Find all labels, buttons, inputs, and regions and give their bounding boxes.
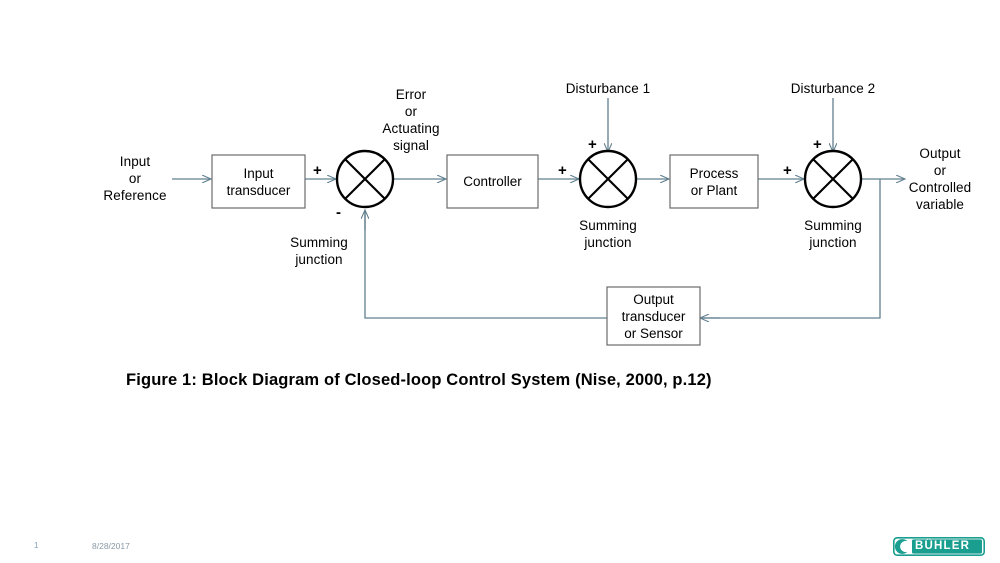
block-controller xyxy=(446,154,539,209)
summing-junction-2-label: Summing junction xyxy=(579,218,637,250)
block-output-transducer xyxy=(606,286,701,346)
disturbance-2-label: Disturbance 2 xyxy=(790,81,876,96)
summing-junction-1-plus-sign: + xyxy=(313,162,322,179)
block-process-or-plant xyxy=(669,154,759,209)
summing-junction-3-plus-sign-disturbance: + xyxy=(813,136,822,153)
slide-number: 1 xyxy=(34,541,39,550)
summing-junction-3-plus-sign-in: + xyxy=(783,162,792,179)
output-controlled-variable-label: Output or Controlled variable xyxy=(908,146,972,212)
summing-junction-1-minus-sign: - xyxy=(336,204,341,221)
disturbance-1-label: Disturbance 1 xyxy=(565,81,651,96)
buhler-logo-text: BÜHLER xyxy=(915,540,971,552)
summing-junction-2-plus-sign-in: + xyxy=(558,162,567,179)
figure-caption: Figure 1: Block Diagram of Closed-loop C… xyxy=(126,371,712,389)
summing-junction-1-label: Summing junction xyxy=(290,235,348,267)
summing-junction-3-label: Summing junction xyxy=(804,218,862,250)
buhler-logo: BÜHLER xyxy=(893,537,986,556)
summing-junction-2-plus-sign-disturbance: + xyxy=(588,136,597,153)
error-actuating-signal-label: Error or Actuating signal xyxy=(382,87,440,153)
block-input-transducer xyxy=(211,154,306,209)
input-reference-label: Input or Reference xyxy=(103,154,167,203)
slide-date: 8/28/2017 xyxy=(92,541,130,551)
